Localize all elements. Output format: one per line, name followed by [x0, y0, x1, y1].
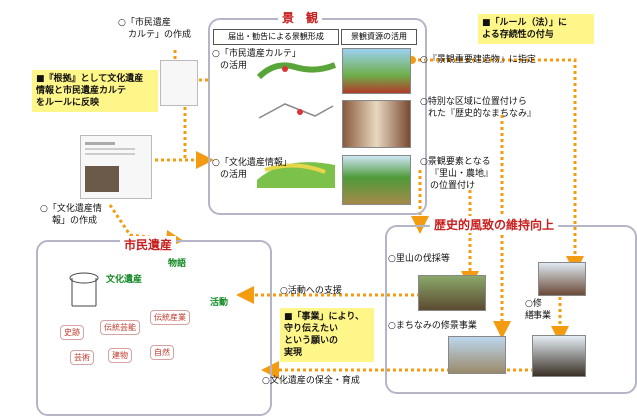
photo-cutting [418, 275, 486, 311]
note-konkyo-line: ■『根拠』として文化遺産 [36, 74, 144, 84]
map-sketch-3 [255, 140, 337, 190]
photo-machinami [448, 336, 506, 374]
monogatari-label: 物語 [168, 259, 187, 269]
photo-house [538, 262, 586, 296]
note-jigyo: ■「事業」により、 守り伝えたい という願いの 実現 [280, 308, 374, 362]
note-jigyo-line: 守り伝えたい [284, 324, 339, 334]
photo-repair [532, 335, 586, 377]
label-shuri-2: 繕 [525, 311, 535, 321]
photo-satoyama [342, 155, 411, 205]
photo-street [342, 100, 411, 148]
label-ichizuke-2: れた『歴史的なまちなみ』 [428, 109, 537, 119]
label-joho-create-1: ○「文化遺産情 [40, 204, 102, 214]
tag-dento-sangyo: 伝統産業 [150, 310, 190, 325]
flow-line-joho-down [108, 204, 184, 248]
tag-shizen: 自然 [150, 345, 174, 360]
header-keikan-shigen: 景観資源の活用 [341, 29, 417, 45]
label-shuri-1: ○修 [525, 299, 542, 309]
karte-thumbnail [160, 60, 198, 106]
label-shuri-4: 業 [542, 311, 552, 321]
note-rule-line: ■「ルール（法）」に [482, 18, 568, 28]
note-konkyo: ■『根拠』として文化遺産 情報と市民遺産カルテ をルールに反映 [32, 70, 158, 112]
note-jigyo-line: 実現 [284, 348, 303, 358]
label-ichizuke-1: ○特別な区域に位置付けら [420, 97, 527, 107]
katsudo-label: 活動 [210, 298, 229, 308]
header-todokede: 届出・勧告による景観形成 [213, 29, 339, 45]
tag-shiseki: 史跡 [60, 325, 84, 340]
joho-thumbnail [80, 135, 152, 199]
label-karte-create-2: カルテ」の作成 [128, 30, 192, 40]
label-katsudo-shien: ○活動への支援 [280, 286, 342, 296]
label-joho-use-1: ○「文化遺産情報」 [212, 158, 292, 168]
photo-building [342, 48, 411, 94]
lantern-sketch [68, 270, 100, 310]
note-konkyo-line: をルールに反映 [36, 98, 100, 108]
shimin-isan-title: 市民遺産 [120, 236, 177, 253]
label-shitei: ○『景観重要建造物』に指定 [420, 55, 536, 65]
label-machinami: ○まちなみの修景事業 [388, 321, 477, 331]
note-konkyo-line: 情報と市民遺産カルテ [36, 86, 127, 96]
label-joho-create-2: 報」の作成 [52, 216, 98, 226]
tag-tatemono: 建物 [108, 348, 132, 363]
label-hozen: ○文化遺産の保全・育成 [262, 376, 360, 386]
bunka-isan-label: 文化遺産 [106, 275, 143, 285]
label-satoyama-ichi-3: の位置付け [430, 181, 476, 191]
note-rule-line: よる存続性の付与 [482, 30, 554, 40]
note-jigyo-line: という願いの [284, 336, 339, 346]
label-satoyama-ichi-1: ○景観要素となる [420, 157, 491, 167]
label-karte-create-1: ○「市民遺産 [118, 18, 171, 28]
tag-dento-geino: 伝統芸能 [100, 320, 140, 335]
tag-geijutsu: 芸術 [70, 350, 94, 365]
label-karte-use-1: ○「市民遺産カルテ」 [212, 49, 301, 59]
label-joho-use-2: の活用 [220, 170, 248, 180]
note-jigyo-line: ■「事業」により、 [284, 312, 364, 322]
rekishi-title: 歴史的風致の維持向上 [430, 216, 559, 233]
label-karte-use-2: の活用 [220, 61, 248, 71]
note-rule: ■「ルール（法）」に よる存続性の付与 [478, 14, 594, 44]
flow-line-shitei [412, 58, 584, 274]
label-shuri-3: 事 [533, 311, 543, 321]
map-sketch-2 [255, 98, 337, 126]
label-satoyama-batsu: ○里山の伐採等 [388, 254, 450, 264]
keikan-title: 景 観 [278, 9, 323, 26]
label-satoyama-ichi-2: 『里山・農地』 [430, 169, 494, 179]
map-sketch-1 [255, 55, 337, 83]
